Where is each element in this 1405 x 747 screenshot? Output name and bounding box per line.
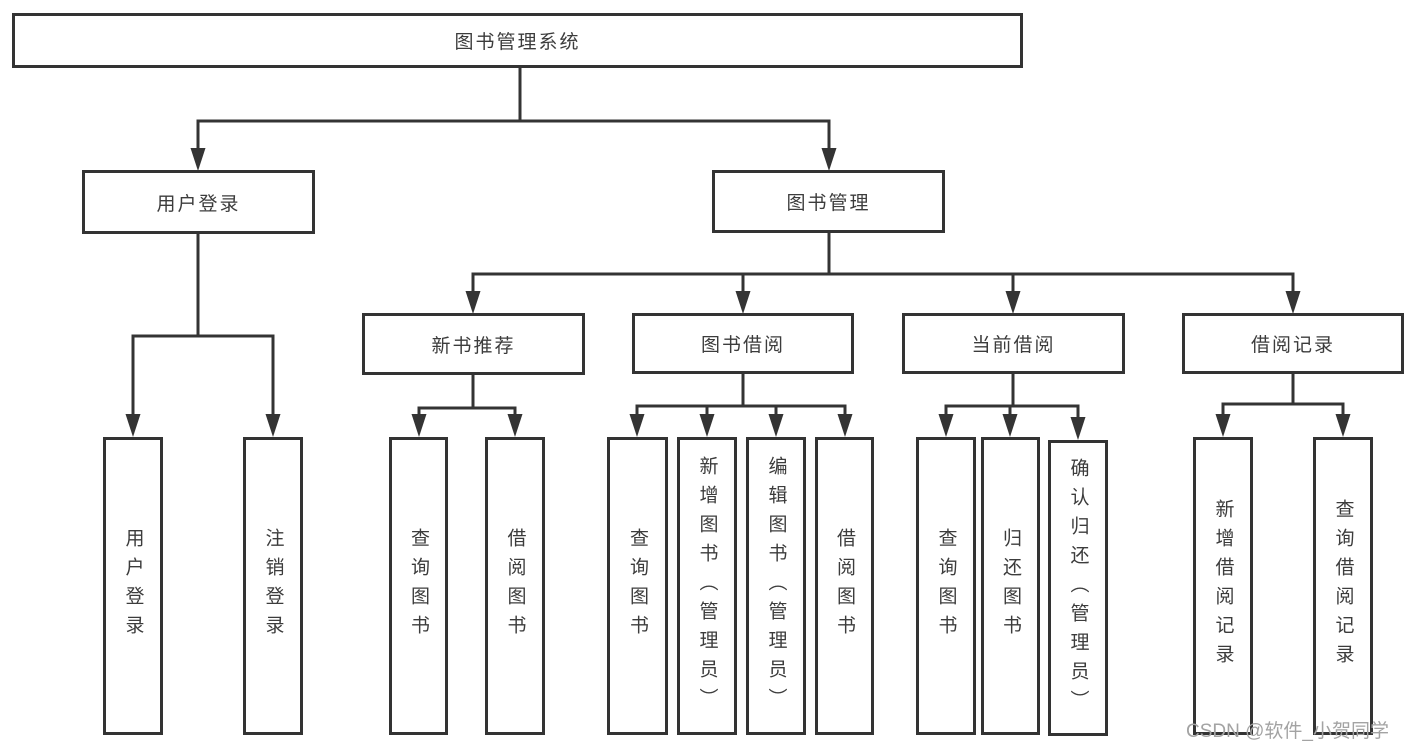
- node-library-system: 图书管理系统: [12, 13, 1023, 68]
- leaf-edit-books-admin: 编辑图书（管理员）: [746, 437, 806, 735]
- leaf-borrow-books-2-label: 借阅图书: [834, 528, 855, 644]
- leaf-edit-books-admin-label: 编辑图书（管理员）: [765, 455, 787, 717]
- node-user-login-label: 用户登录: [156, 193, 241, 215]
- leaf-query-borrow-record: 查询借阅记录: [1313, 437, 1373, 735]
- node-book-borrow-label: 图书借阅: [700, 335, 785, 356]
- node-new-book-recommend-label: 新书推荐: [431, 335, 516, 357]
- node-user-login: 用户登录: [82, 170, 315, 234]
- leaf-confirm-return-admin-label: 确认归还（管理员）: [1067, 457, 1089, 719]
- leaf-user-login-label: 用户登录: [122, 528, 144, 644]
- node-book-management: 图书管理: [712, 170, 945, 233]
- node-borrow-records: 借阅记录: [1182, 313, 1404, 374]
- node-book-borrow: 图书借阅: [632, 313, 854, 374]
- leaf-add-borrow-record: 新增借阅记录: [1193, 437, 1253, 735]
- leaf-add-books-admin: 新增图书（管理员）: [677, 437, 737, 735]
- leaf-logout-label: 注销登录: [262, 528, 284, 644]
- leaf-return-books-label: 归还图书: [1000, 528, 1021, 644]
- leaf-add-borrow-record-label: 新增借阅记录: [1212, 499, 1234, 673]
- node-book-management-label: 图书管理: [786, 193, 871, 214]
- leaf-borrow-books-2: 借阅图书: [815, 437, 874, 735]
- leaf-confirm-return-admin: 确认归还（管理员）: [1048, 440, 1108, 736]
- leaf-logout: 注销登录: [243, 437, 303, 735]
- leaf-query-books-2: 查询图书: [607, 437, 668, 735]
- leaf-query-books-1-label: 查询图书: [408, 528, 429, 644]
- node-new-book-recommend: 新书推荐: [362, 313, 585, 375]
- node-current-borrow-label: 当前借阅: [971, 335, 1056, 356]
- leaf-user-login: 用户登录: [103, 437, 163, 735]
- leaf-query-books-3: 查询图书: [916, 437, 976, 735]
- leaf-borrow-books-1-label: 借阅图书: [504, 528, 526, 644]
- leaf-query-books-1: 查询图书: [389, 437, 448, 735]
- leaf-query-borrow-record-label: 查询借阅记录: [1332, 499, 1354, 673]
- node-current-borrow: 当前借阅: [902, 313, 1125, 374]
- csdn-watermark: CSDN @软件_小贺同学: [1186, 721, 1389, 742]
- leaf-add-books-admin-label: 新增图书（管理员）: [696, 455, 718, 717]
- leaf-borrow-books-1: 借阅图书: [485, 437, 545, 735]
- node-library-system-label: 图书管理系统: [454, 32, 581, 53]
- node-borrow-records-label: 借阅记录: [1250, 335, 1335, 356]
- leaf-query-books-3-label: 查询图书: [935, 528, 957, 644]
- leaf-return-books: 归还图书: [981, 437, 1040, 735]
- leaf-query-books-2-label: 查询图书: [627, 528, 648, 644]
